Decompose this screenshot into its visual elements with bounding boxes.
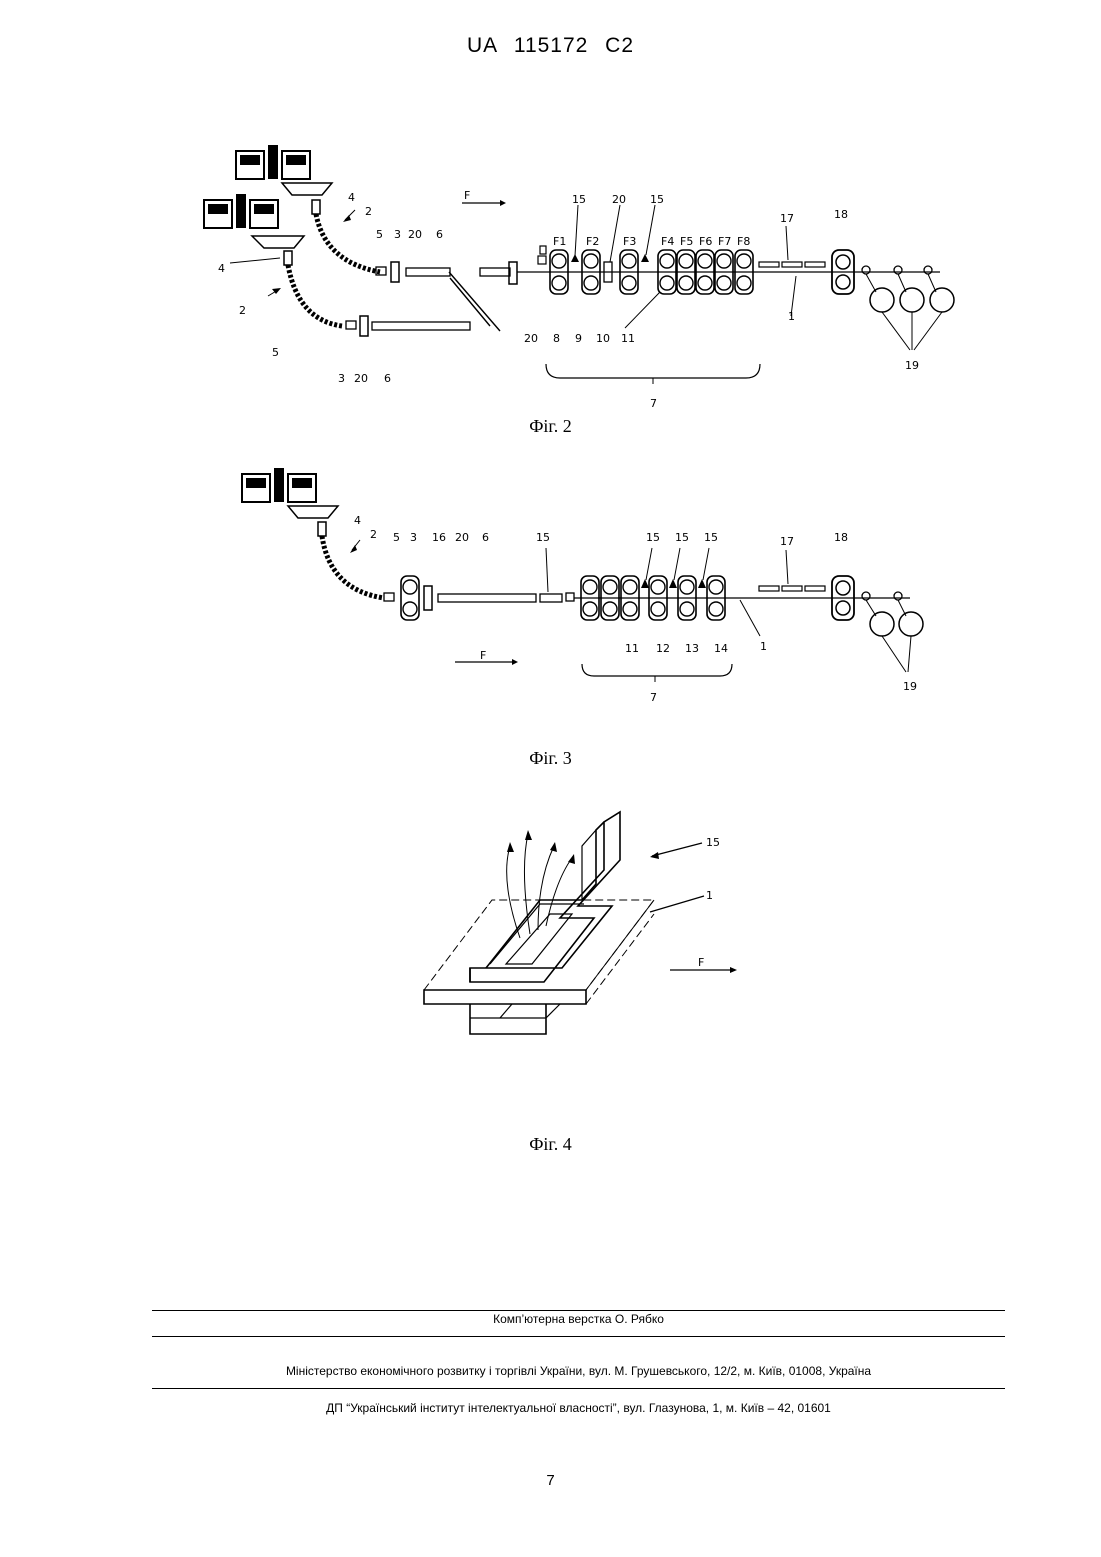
fig2-label-F2: F2 [586,235,599,248]
fig3-label-20: 20 [455,531,469,544]
figure-3-drawing: 4 2 5 3 16 20 6 15 15 15 15 17 18 11 12 … [0,460,1101,710]
fig2-label-19: 19 [905,359,919,372]
fig2-flow-label: F [464,189,470,202]
fig3-label-6: 6 [482,531,489,544]
fig2-label-6a: 6 [436,228,443,241]
fig2-label-17: 17 [780,212,794,225]
fig2-label-F7: F7 [718,235,731,248]
fig2-label-20c: 20 [612,193,626,206]
fig4-flow-label: F [698,956,704,969]
fig2-label-18: 18 [834,208,848,221]
fig3-label-19: 19 [903,680,917,693]
fig2-label-3a: 3 [394,228,401,241]
fig2-label-7: 7 [650,397,657,410]
fig2-label-1: 1 [788,310,795,323]
fig3-label-13: 13 [685,642,699,655]
fig2-label-F3: F3 [623,235,636,248]
fig2-label-4a: 4 [348,191,355,204]
patent-number-header: UA 115172 C2 [0,34,1101,58]
fig3-label-16: 16 [432,531,446,544]
fig2-label-20d: 20 [524,332,538,345]
fig3-label-15d: 15 [704,531,718,544]
fig2-label-11: 11 [621,332,635,345]
fig2-label-4b: 4 [218,262,225,275]
fig3-label-4: 4 [354,514,361,527]
fig2-label-F8: F8 [737,235,750,248]
fig3-flow-label: F [480,649,486,662]
footer-rule-1 [152,1310,1005,1311]
fig3-label-1: 1 [760,640,767,653]
footer-rule-2 [152,1336,1005,1337]
fig3-label-11: 11 [625,642,639,655]
fig2-label-8: 8 [553,332,560,345]
figure-4-drawing: 15 1 F [0,800,1101,1090]
footer-rule-3 [152,1388,1005,1389]
fig2-label-F6: F6 [699,235,712,248]
fig3-label-3: 3 [410,531,417,544]
fig2-label-6b: 6 [384,372,391,385]
fig2-label-15a: 15 [572,193,586,206]
fig3-label-12: 12 [656,642,670,655]
fig2-label-20a: 20 [408,228,422,241]
institute-address: ДП “Український інститут інтелектуальної… [152,1401,1005,1415]
fig2-label-3b: 3 [338,372,345,385]
fig4-label-1: 1 [706,889,713,902]
fig2-label-F5: F5 [680,235,693,248]
fig2-label-15b: 15 [650,193,664,206]
fig2-label-20b: 20 [354,372,368,385]
fig3-label-7: 7 [650,691,657,704]
page-number: 7 [0,1472,1101,1489]
figure-2-drawing: 4 2 5 3 20 6 4 2 5 3 20 6 F F1 F2 F3 F4 … [0,140,1101,420]
fig3-label-5: 5 [393,531,400,544]
typesetting-credit: Комп’ютерна верстка О. Рябко [152,1312,1005,1326]
fig2-label-F4: F4 [661,235,674,248]
fig3-label-18: 18 [834,531,848,544]
figure-2-caption: Фіг. 2 [0,416,1101,437]
fig2-label-F1: F1 [553,235,566,248]
fig2-label-5b: 5 [272,346,279,359]
fig3-label-15a: 15 [536,531,550,544]
fig3-label-2: 2 [370,528,377,541]
fig2-label-9: 9 [575,332,582,345]
fig2-label-5a: 5 [376,228,383,241]
figure-3-caption: Фіг. 3 [0,748,1101,769]
fig2-label-2b: 2 [239,304,246,317]
fig3-label-15c: 15 [675,531,689,544]
fig2-label-2a: 2 [365,205,372,218]
fig2-label-10: 10 [596,332,610,345]
fig3-label-14: 14 [714,642,728,655]
figure-4-caption: Фіг. 4 [0,1134,1101,1155]
fig3-label-15b: 15 [646,531,660,544]
ministry-address: Міністерство економічного розвитку і тор… [152,1364,1005,1378]
fig3-label-17: 17 [780,535,794,548]
fig4-label-15: 15 [706,836,720,849]
